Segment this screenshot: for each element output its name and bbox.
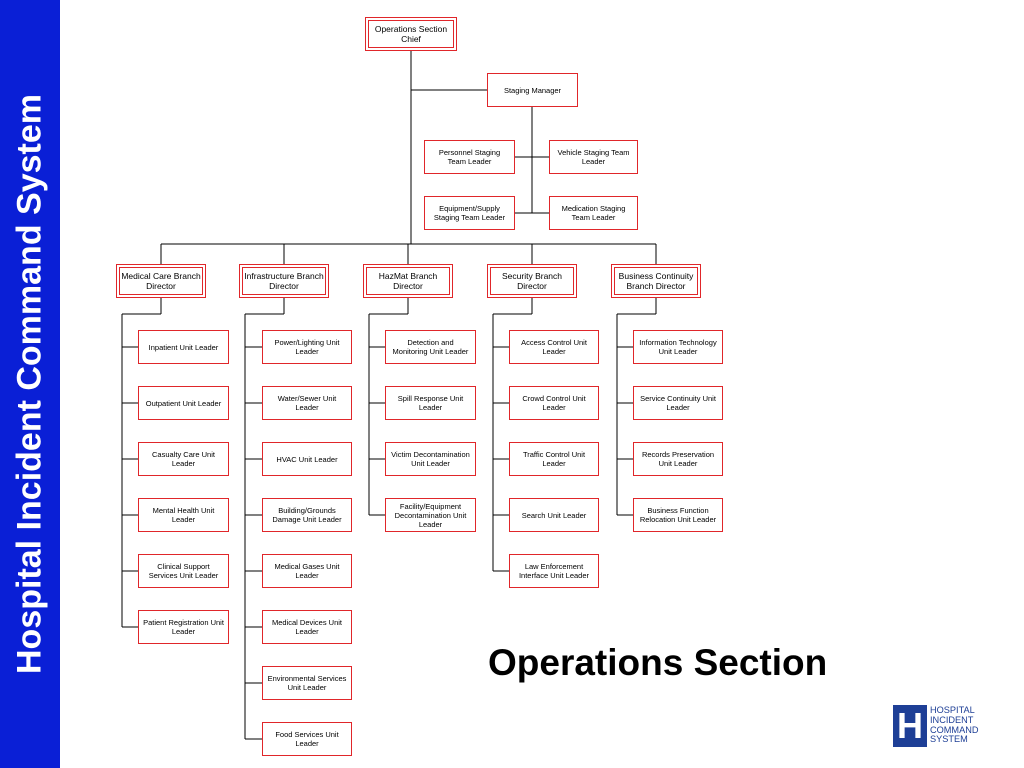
unit-leader-box: Medical Gases Unit Leader [262, 554, 352, 588]
unit-leader-box: Traffic Control Unit Leader [509, 442, 599, 476]
logo-line-1: HOSPITAL [930, 705, 975, 715]
unit-leader-box: Building/Grounds Damage Unit Leader [262, 498, 352, 532]
branch-director-security: Security Branch Director [487, 264, 577, 298]
unit-leader-box: Casualty Care Unit Leader [138, 442, 229, 476]
unit-leader-box: Clinical Support Services Unit Leader [138, 554, 229, 588]
unit-leader-box: Victim Decontamination Unit Leader [385, 442, 476, 476]
sidebar: Hospital Incident Command System [0, 0, 60, 768]
unit-leader-box: Food Services Unit Leader [262, 722, 352, 756]
unit-leader-box: Power/Lighting Unit Leader [262, 330, 352, 364]
unit-leader-box: Service Continuity Unit Leader [633, 386, 723, 420]
unit-leader-box: Medical Devices Unit Leader [262, 610, 352, 644]
unit-leader-box: Law Enforcement Interface Unit Leader [509, 554, 599, 588]
hics-logo: H HOSPITAL INCIDENT COMMAND SYSTEM [893, 705, 993, 747]
branch-director-business-continuity: Business Continuity Branch Director [611, 264, 701, 298]
equipment-supply-staging-box: Equipment/Supply Staging Team Leader [424, 196, 515, 230]
staging-manager-box: Staging Manager [487, 73, 578, 107]
unit-leader-box: Crowd Control Unit Leader [509, 386, 599, 420]
unit-leader-box: Access Control Unit Leader [509, 330, 599, 364]
branch-director-hazmat: HazMat Branch Director [363, 264, 453, 298]
logo-wordmark: HOSPITAL INCIDENT COMMAND SYSTEM [930, 705, 979, 745]
unit-leader-box: Detection and Monitoring Unit Leader [385, 330, 476, 364]
logo-line-2: INCIDENT [930, 714, 974, 725]
unit-leader-box: Mental Health Unit Leader [138, 498, 229, 532]
branch-director-infrastructure: Infrastructure Branch Director [239, 264, 329, 298]
unit-leader-box: Environmental Services Unit Leader [262, 666, 352, 700]
unit-leader-box: Patient Registration Unit Leader [138, 610, 229, 644]
unit-leader-box: Search Unit Leader [509, 498, 599, 532]
unit-leader-box: Water/Sewer Unit Leader [262, 386, 352, 420]
operations-section-chief-box: Operations Section Chief [365, 17, 457, 51]
personnel-staging-box: Personnel Staging Team Leader [424, 140, 515, 174]
medication-staging-box: Medication Staging Team Leader [549, 196, 638, 230]
unit-leader-box: Outpatient Unit Leader [138, 386, 229, 420]
branch-director-medical-care: Medical Care Branch Director [116, 264, 206, 298]
unit-leader-box: Business Function Relocation Unit Leader [633, 498, 723, 532]
unit-leader-box: HVAC Unit Leader [262, 442, 352, 476]
section-title: Operations Section [488, 642, 828, 683]
unit-leader-box: Records Preservation Unit Leader [633, 442, 723, 476]
unit-leader-box: Spill Response Unit Leader [385, 386, 476, 420]
logo-line-4: SYSTEM [930, 734, 968, 745]
unit-leader-box: Information Technology Unit Leader [633, 330, 723, 364]
unit-leader-box: Facility/Equipment Decontamination Unit … [385, 498, 476, 532]
vehicle-staging-box: Vehicle Staging Team Leader [549, 140, 638, 174]
unit-leader-box: Inpatient Unit Leader [138, 330, 229, 364]
logo-line-3: COMMAND [930, 724, 979, 735]
logo-h-mark: H [893, 705, 927, 747]
